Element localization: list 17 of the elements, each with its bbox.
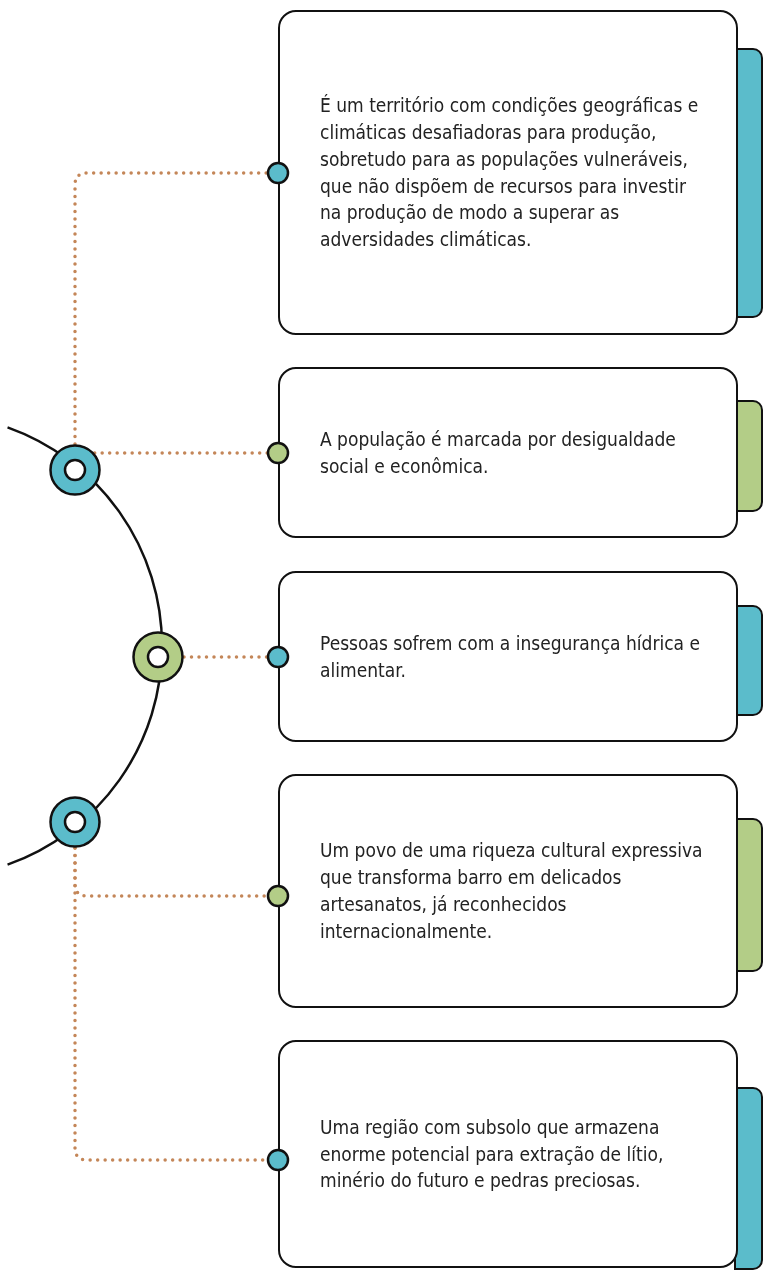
card-text: Pessoas sofrem com a insegurança hídrica e alimentar. xyxy=(320,630,701,683)
ring-marker xyxy=(48,795,102,849)
dotted-connector xyxy=(182,645,290,669)
dotted-connector xyxy=(92,441,290,465)
text-card xyxy=(278,367,738,538)
ring-marker xyxy=(48,443,102,497)
text-card xyxy=(278,10,738,335)
text-card xyxy=(278,571,738,742)
text-card xyxy=(278,774,738,1008)
ring-marker xyxy=(131,630,185,684)
dotted-connector xyxy=(73,846,290,1172)
card-text: É um território com condições geográficas e climáticas desafiadoras para produção, sobretudo para as populações vulneráveis, que não dispõem de recursos para investir na produção de modo a superar as adversidades climáticas. xyxy=(320,92,700,253)
card-text: Uma região com subsolo que armazena enorme potencial para extração de lítio, minério do futuro e pedras preciosas. xyxy=(320,1114,665,1194)
card-text: Um povo de uma riqueza cultural expressiva que transforma barro em delicados artesanatos, já reconhecidos internacionalmente. xyxy=(320,838,704,944)
dotted-connector xyxy=(73,161,290,446)
text-card xyxy=(278,1040,738,1268)
card-text: A população é marcada por desigualdade social e econômica. xyxy=(320,426,677,479)
